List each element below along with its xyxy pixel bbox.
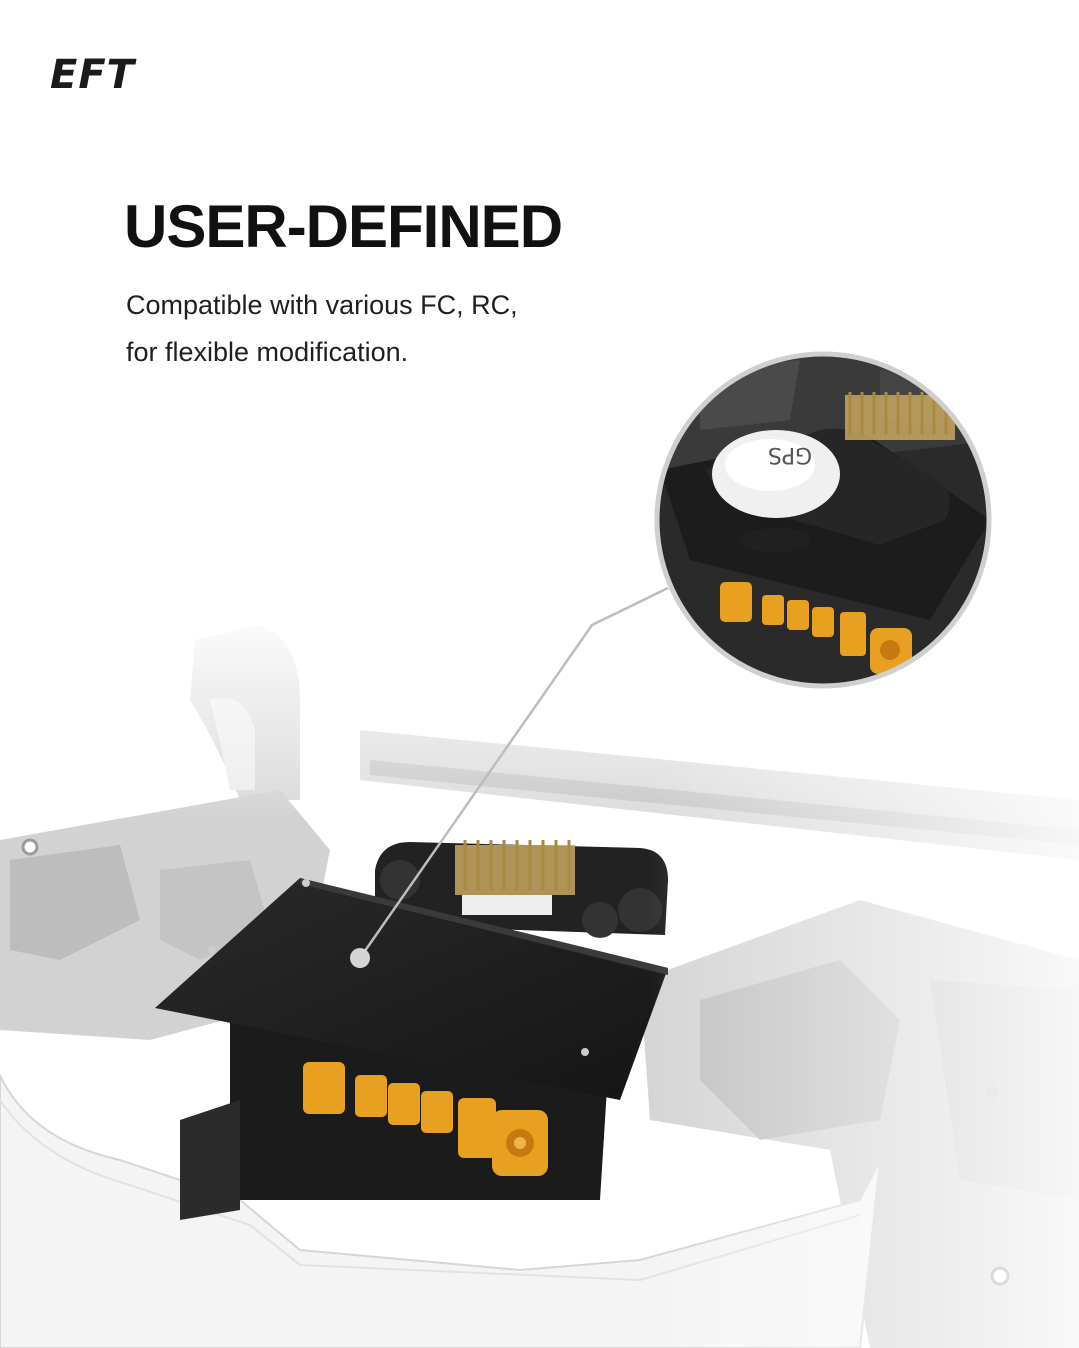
feature-description: Compatible with various FC, RC, for flex…	[126, 282, 686, 376]
feature-description-line-1: Compatible with various FC, RC,	[126, 290, 518, 320]
magnified-detail: GPS	[654, 351, 992, 689]
callout-pointer	[350, 586, 669, 968]
brand-logo: EFT	[50, 52, 135, 98]
feature-description-line-2: for flexible modification.	[126, 337, 409, 367]
gps-label: GPS	[768, 442, 812, 467]
page-title: USER-DEFINED	[124, 193, 563, 260]
